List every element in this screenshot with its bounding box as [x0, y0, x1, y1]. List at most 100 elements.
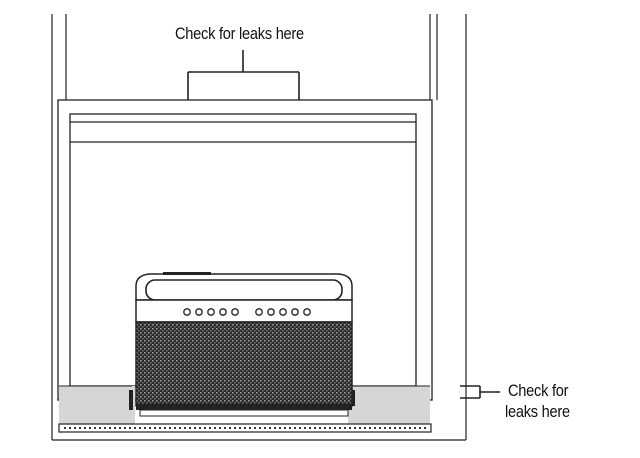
- sill-dot: [319, 427, 321, 429]
- sill-dot: [154, 427, 156, 429]
- sill-dot: [379, 427, 381, 429]
- right-bracket: [352, 390, 355, 406]
- sill-dot: [264, 427, 266, 429]
- sill-dot: [204, 427, 206, 429]
- sill-dot: [274, 427, 276, 429]
- sill-dot: [369, 427, 371, 429]
- sill-dot: [199, 427, 201, 429]
- window-frame: [51, 14, 467, 440]
- sill-dot: [144, 427, 146, 429]
- sill-dot: [219, 427, 221, 429]
- sill-dot: [169, 427, 171, 429]
- top-callout-label: Check for leaks here: [175, 24, 304, 43]
- sill-dot: [159, 427, 161, 429]
- sill-dot: [239, 427, 241, 429]
- sill-dot: [104, 427, 106, 429]
- right-callout-label-line2: leaks here: [505, 402, 570, 421]
- sill-dot: [139, 427, 141, 429]
- control-left-button-3: [207, 308, 215, 316]
- control-left-button-4: [219, 308, 227, 316]
- sill-dot: [394, 427, 396, 429]
- control-left-button-5: [231, 308, 239, 316]
- left-seal-strip: [59, 386, 135, 424]
- sill-dot: [289, 427, 291, 429]
- sill-dot: [294, 427, 296, 429]
- left-bracket: [129, 390, 133, 410]
- sill-dot: [64, 427, 66, 429]
- window-sill: [52, 423, 466, 441]
- right-callout-bracket: [460, 385, 500, 399]
- control-buttons-left: [183, 308, 239, 316]
- sill-dot: [234, 427, 236, 429]
- sill-dot: [269, 427, 271, 429]
- sill-dot: [254, 427, 256, 429]
- sill-dot: [414, 427, 416, 429]
- sill-dot: [184, 427, 186, 429]
- sill-dot: [389, 427, 391, 429]
- control-left-button-1: [183, 308, 191, 316]
- sill-dot: [114, 427, 116, 429]
- sill-dotted-rail: [64, 427, 426, 429]
- control-buttons-right: [255, 308, 311, 316]
- sill-dot: [194, 427, 196, 429]
- control-right-button-5: [303, 308, 311, 316]
- sill-dot: [359, 427, 361, 429]
- control-right-button-3: [279, 308, 287, 316]
- sill-dot: [124, 427, 126, 429]
- sill-dot: [259, 427, 261, 429]
- sill-dot: [334, 427, 336, 429]
- sill-dot: [94, 427, 96, 429]
- sill-dot: [304, 427, 306, 429]
- air-conditioner-unit: [135, 272, 353, 417]
- sill-dot: [229, 427, 231, 429]
- sill-dot: [329, 427, 331, 429]
- sill-dot: [349, 427, 351, 429]
- sill-dot: [279, 427, 281, 429]
- right-seal-strip: [348, 386, 430, 424]
- sill-dot: [384, 427, 386, 429]
- sill-dot: [164, 427, 166, 429]
- top-callout-bracket: [187, 50, 300, 100]
- sill-dot: [339, 427, 341, 429]
- sill-dot: [409, 427, 411, 429]
- sill-dot: [189, 427, 191, 429]
- control-right-button-1: [255, 308, 263, 316]
- sill-dot: [84, 427, 86, 429]
- control-left-button-2: [195, 308, 203, 316]
- sill-dot: [404, 427, 406, 429]
- sill-dot: [74, 427, 76, 429]
- sill-dot: [209, 427, 211, 429]
- sill-dot: [119, 427, 121, 429]
- sill-dot: [99, 427, 101, 429]
- sill-dot: [69, 427, 71, 429]
- sill-dot: [309, 427, 311, 429]
- sill-dot: [244, 427, 246, 429]
- sill-dot: [424, 427, 426, 429]
- sill-dot: [134, 427, 136, 429]
- sill-dot: [344, 427, 346, 429]
- sill-dot: [89, 427, 91, 429]
- sill-dot: [224, 427, 226, 429]
- sill-dot: [314, 427, 316, 429]
- sill-dot: [284, 427, 286, 429]
- sill-dot: [324, 427, 326, 429]
- sill-dot: [374, 427, 376, 429]
- sill-dot: [174, 427, 176, 429]
- sill-dot: [354, 427, 356, 429]
- sill-dot: [399, 427, 401, 429]
- control-right-button-2: [267, 308, 275, 316]
- sill-dot: [249, 427, 251, 429]
- sill-dot: [214, 427, 216, 429]
- right-callout-label-line1: Check for: [508, 381, 569, 400]
- sill-dot: [149, 427, 151, 429]
- sill-dot: [109, 427, 111, 429]
- sill-dot: [79, 427, 81, 429]
- air-grille: [135, 321, 353, 407]
- sill-dot: [129, 427, 131, 429]
- sill-dot: [419, 427, 421, 429]
- sill-dot: [299, 427, 301, 429]
- sill-dot: [179, 427, 181, 429]
- sill-dot: [364, 427, 366, 429]
- control-right-button-4: [291, 308, 299, 316]
